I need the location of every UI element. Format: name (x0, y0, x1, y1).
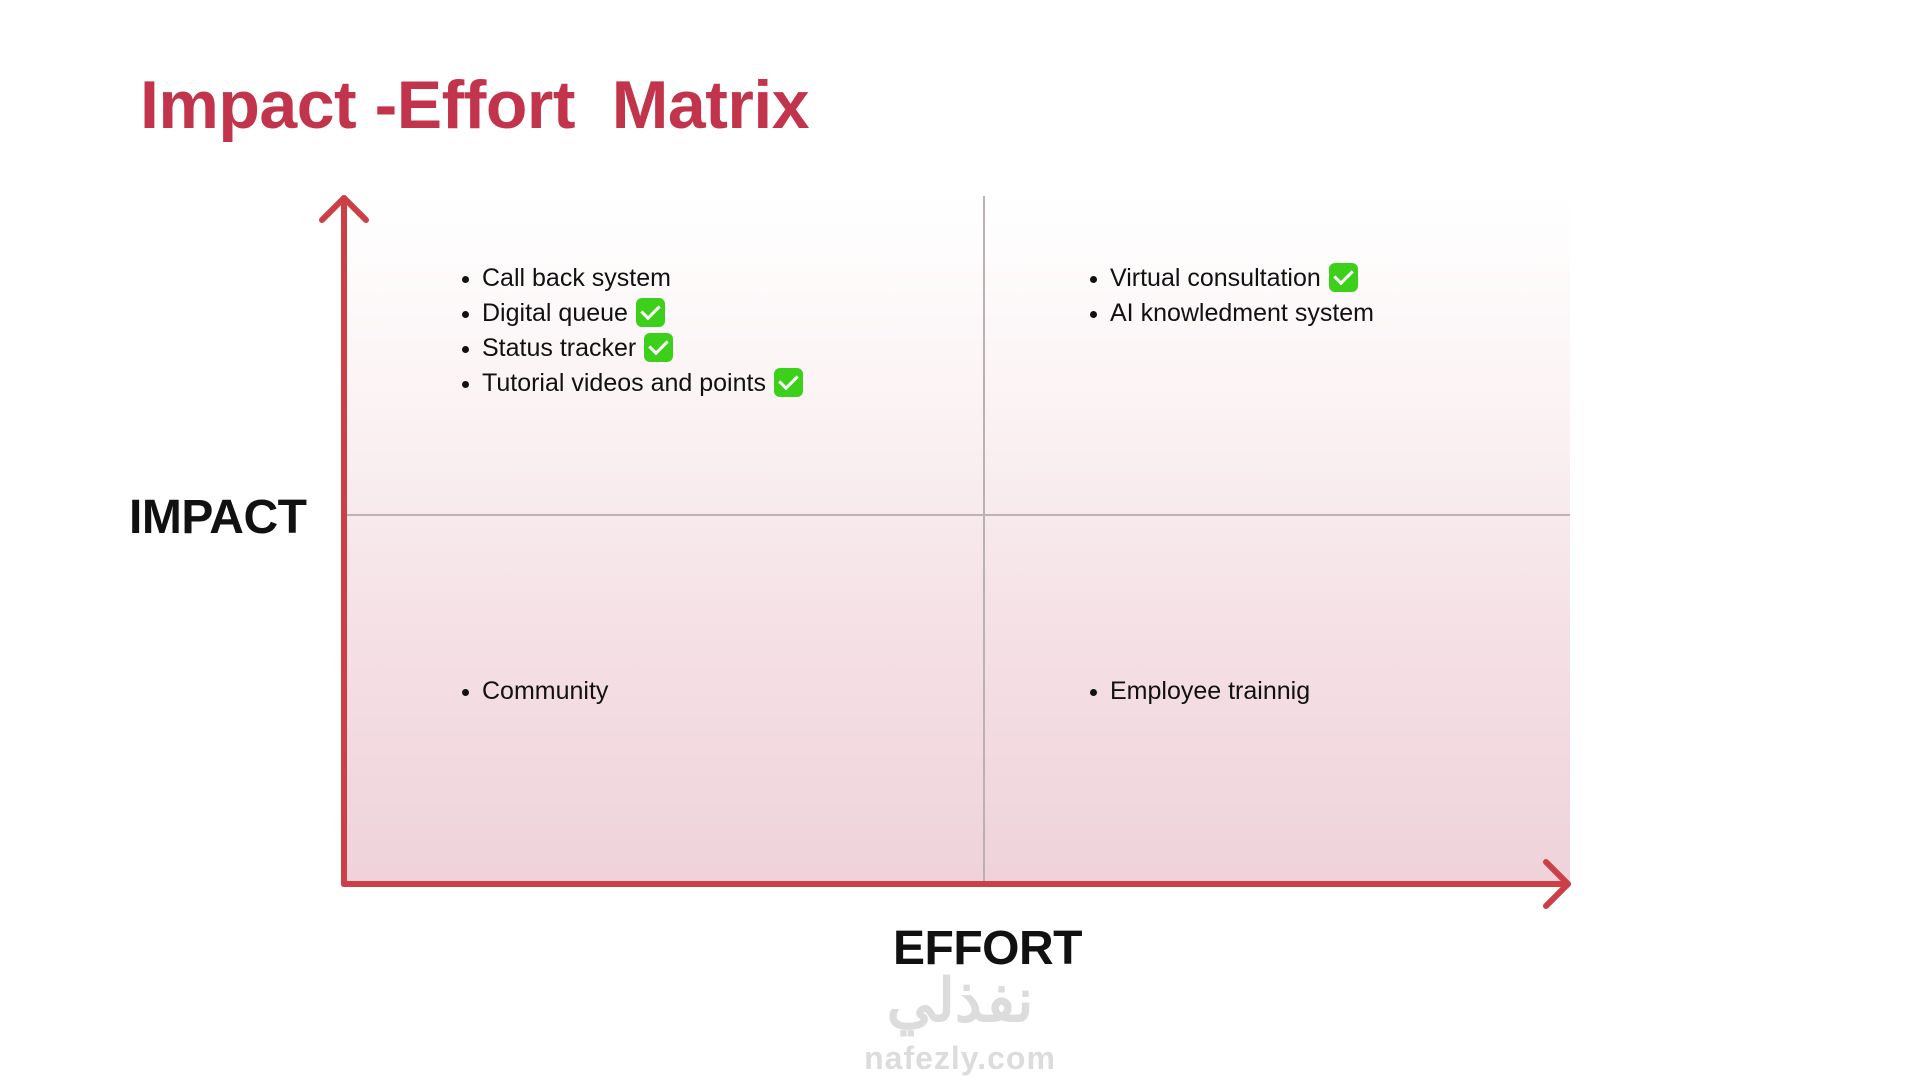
y-axis-label: IMPACT (129, 491, 307, 544)
item-label: AI knowledment system (1110, 299, 1374, 327)
y-axis-arrow-icon (319, 195, 369, 223)
vertical-divider (983, 196, 985, 884)
item-label: Call back system (482, 264, 671, 292)
list-item: Call back system (462, 261, 803, 296)
list-item: Employee trainnig (1090, 674, 1310, 709)
checkmark-icon (1328, 263, 1358, 292)
list-item: Tutorial videos and points (462, 366, 803, 401)
item-label: Digital queue (482, 299, 628, 327)
quadrant-low-impact-low-effort: Community (462, 674, 608, 709)
item-label: Community (482, 677, 609, 705)
quadrant-high-impact-high-effort: Virtual consultation AI knowledment syst… (1090, 261, 1374, 331)
x-axis-arrow-icon (1543, 859, 1571, 909)
checkmark-icon (644, 333, 674, 362)
page-title: Impact -Effort Matrix (140, 67, 810, 143)
item-label: Tutorial videos and points (482, 369, 766, 397)
checkmark-icon (773, 368, 803, 397)
quadrant-high-impact-low-effort: Call back system Digital queue Status tr… (462, 261, 803, 401)
list-item: AI knowledment system (1090, 296, 1374, 331)
list-item: Community (462, 674, 608, 709)
item-label: Status tracker (482, 334, 637, 362)
item-label: Virtual consultation (1110, 264, 1321, 292)
list-item: Virtual consultation (1090, 261, 1374, 296)
watermark-logo-latin: nafezly.com (864, 1040, 1056, 1076)
matrix-background (347, 196, 1570, 884)
quadrant-low-impact-high-effort: Employee trainnig (1090, 674, 1310, 709)
watermark-logo-arabic: نفذلي (886, 967, 1034, 1034)
horizontal-divider (347, 514, 1570, 516)
list-item: Status tracker (462, 331, 803, 366)
item-label: Employee trainnig (1110, 677, 1311, 705)
list-item: Digital queue (462, 296, 803, 331)
x-axis-label: EFFORT (893, 922, 1082, 975)
checkmark-icon (635, 298, 665, 327)
